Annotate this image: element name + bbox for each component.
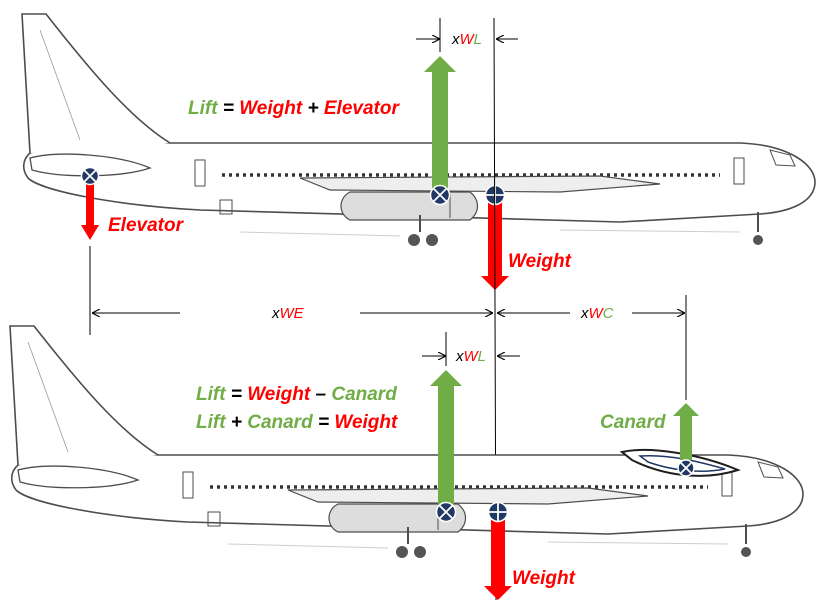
lift-marker-bottom — [435, 501, 457, 523]
weight-marker-bottom — [487, 501, 509, 523]
elevator-marker — [80, 166, 100, 186]
lift-marker-top — [429, 184, 451, 206]
label-canard: Canard — [600, 412, 666, 433]
equation-top: Lift = Weight + Elevator — [188, 98, 400, 119]
canard-arrow — [673, 403, 699, 460]
weight-arrow-bottom — [484, 520, 512, 600]
canard-surface-inner — [637, 454, 726, 472]
dim-xwc-label: xWC — [580, 305, 614, 322]
lift-arrow-top — [424, 56, 456, 193]
dim-xwe-label: xWE — [271, 305, 305, 322]
label-elevator: Elevator — [108, 215, 185, 236]
lift-arrow-bottom — [430, 370, 462, 506]
label-weight-bottom: Weight — [512, 568, 576, 589]
dim-xwl-bottom-label: xWL — [455, 348, 486, 365]
label-weight-top: Weight — [508, 251, 572, 272]
equation-bottom-2: Lift + Canard = Weight — [196, 412, 398, 433]
dim-xwl-top-label: xWL — [451, 31, 482, 48]
airplane-top — [20, 12, 817, 248]
equation-bottom-1: Lift = Weight – Canard — [196, 384, 397, 405]
elevator-arrow — [81, 178, 99, 240]
canard-marker — [677, 459, 695, 477]
